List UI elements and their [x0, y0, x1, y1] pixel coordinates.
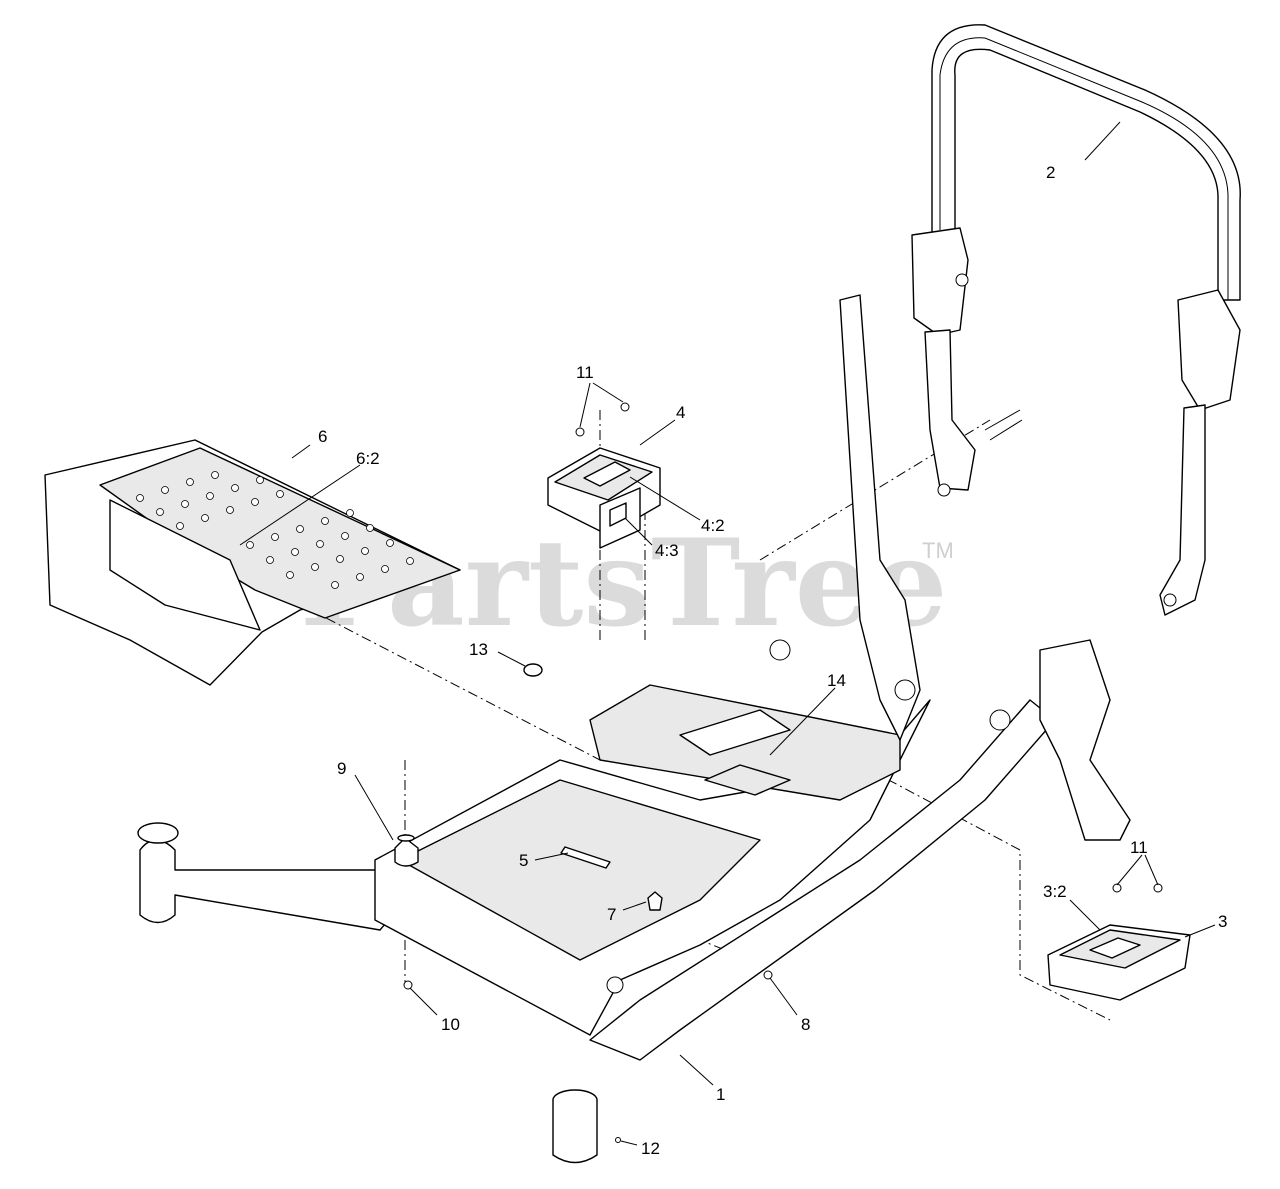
callout-8: 8: [801, 1015, 810, 1034]
floor-pan: [44, 439, 461, 686]
callout-3: 3: [1218, 912, 1227, 931]
callout-11-top: 11: [576, 363, 594, 382]
callout-13: 13: [469, 640, 488, 659]
leader-lines: [239, 121, 1216, 1146]
callout-5: 5: [519, 851, 528, 870]
callout-2: 2: [1046, 163, 1055, 182]
callout-4-2: 4:2: [701, 516, 725, 535]
callout-4: 4: [676, 403, 685, 422]
callout-7: 7: [607, 905, 616, 924]
console-cover: [547, 402, 661, 549]
main-frame: [137, 294, 1131, 1164]
callout-6-2: 6:2: [356, 449, 380, 468]
callout-6: 6: [318, 427, 327, 446]
small-parts: [394, 663, 791, 911]
callout-9: 9: [337, 759, 346, 778]
side-cover: [1047, 883, 1191, 1001]
callout-12: 12: [641, 1139, 660, 1158]
callout-10: 10: [441, 1015, 460, 1034]
watermark-trademark: TM: [922, 538, 954, 563]
roll-bar-rops: [911, 24, 1241, 616]
callout-4-3: 4:3: [655, 541, 679, 560]
callout-3-2: 3:2: [1043, 882, 1067, 901]
callout-1: 1: [716, 1085, 725, 1104]
callout-14: 14: [827, 671, 846, 690]
callouts: 2 11 4 4:2 4:3 6 6:2 13 14 9 5 7 11 3:2 …: [318, 163, 1227, 1158]
callout-11-right: 11: [1130, 838, 1148, 857]
